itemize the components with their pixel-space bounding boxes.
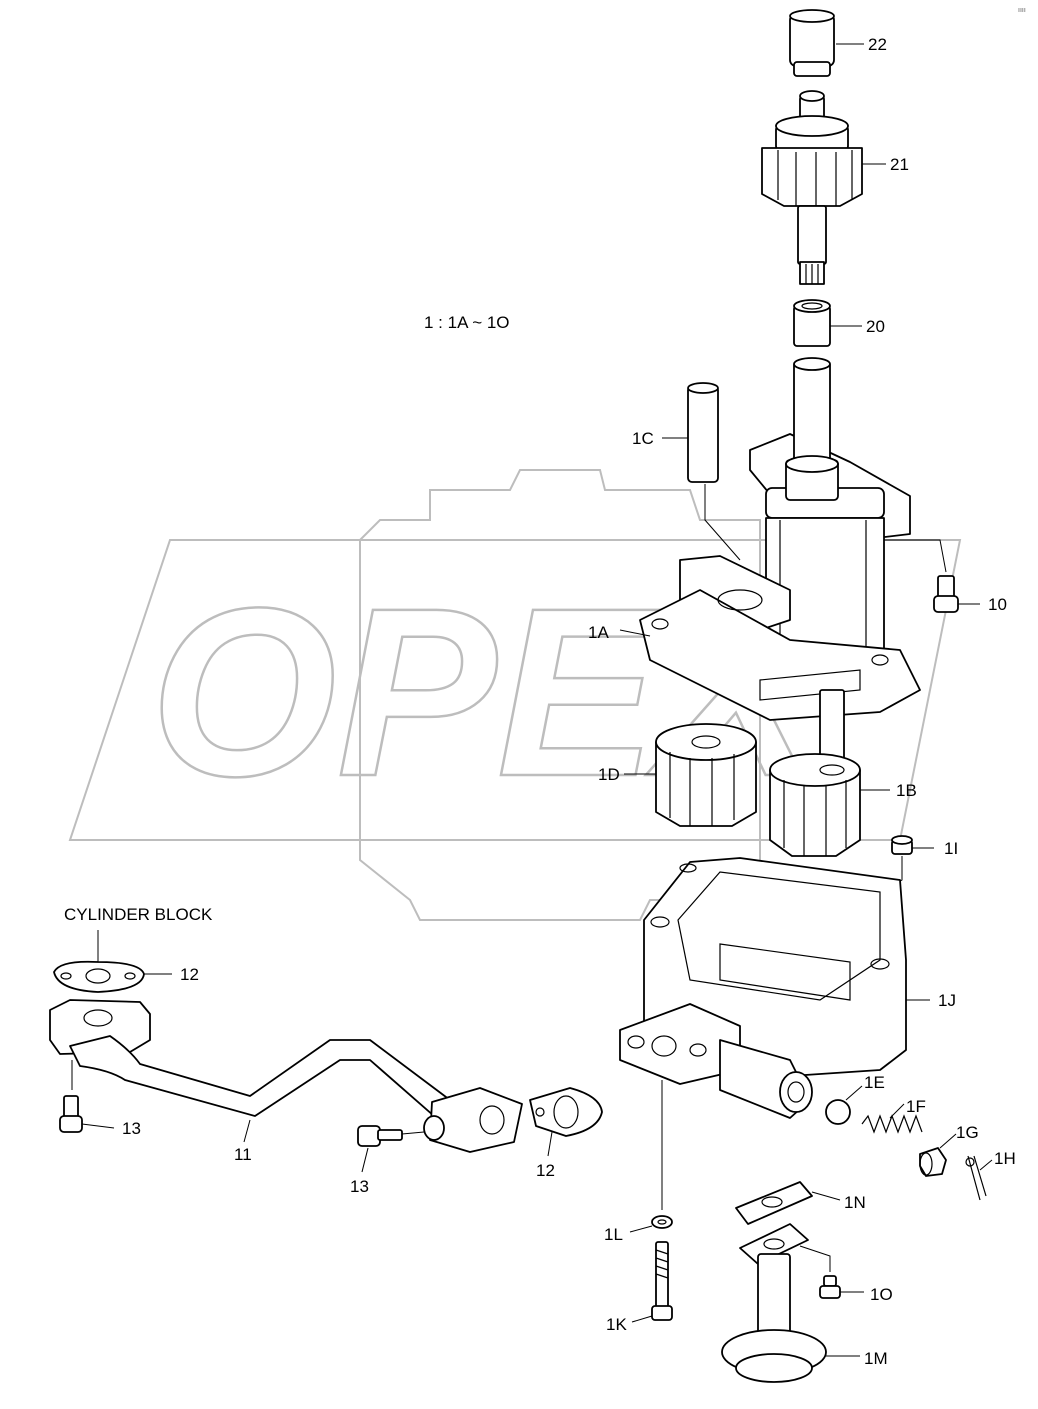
- part-13-bolt-left: [59, 1060, 115, 1133]
- part-1O-bolt: [799, 1245, 864, 1299]
- label-1C: 1C: [632, 429, 654, 448]
- label-12-lower: 12: [536, 1161, 555, 1180]
- label-1D: 1D: [598, 765, 620, 784]
- part-1D-idler-gear: [624, 723, 757, 827]
- label-1L: 1L: [604, 1225, 623, 1244]
- part-1H-split-pin: [965, 1155, 993, 1201]
- part-1E-ball: [825, 1085, 863, 1125]
- label-1I: 1I: [944, 839, 958, 858]
- part-1B-drive-gear: [769, 689, 890, 857]
- label-1A: 1A: [588, 623, 609, 642]
- corner-mark: ıııı: [1018, 7, 1026, 14]
- part-11-oil-pipe: [49, 999, 523, 1153]
- label-1N: 1N: [844, 1193, 866, 1212]
- label-1M: 1M: [864, 1349, 888, 1368]
- label-1B: 1B: [896, 781, 917, 800]
- label-20: 20: [866, 317, 885, 336]
- part-1M-strainer: [721, 1223, 860, 1383]
- assembly-note: 1 : 1A ~ 1O: [424, 313, 510, 332]
- label-13-left: 13: [122, 1119, 141, 1138]
- label-1F: 1F: [906, 1097, 926, 1116]
- part-22-bushing: [789, 9, 864, 77]
- label-10: 10: [988, 595, 1007, 614]
- part-12-gasket-upper: [53, 960, 172, 993]
- label-1K: 1K: [606, 1315, 627, 1334]
- cylinder-block-label: CYLINDER BLOCK: [64, 905, 213, 924]
- part-20-coupling: [793, 299, 862, 347]
- label-1E: 1E: [864, 1073, 885, 1092]
- part-1C-pin: [662, 382, 741, 561]
- label-21: 21: [890, 155, 909, 174]
- label-22: 22: [868, 35, 887, 54]
- part-1G-cap: [919, 1133, 957, 1177]
- part-21-drive-gear: [761, 90, 886, 285]
- part-1N-gasket: [735, 1181, 841, 1225]
- label-12-upper: 12: [180, 965, 199, 984]
- part-1A-pump-cover: [619, 357, 921, 721]
- part-1J-pump-body: [619, 857, 930, 1119]
- part-13-bolt-right: [357, 1125, 425, 1173]
- label-1G: 1G: [956, 1123, 979, 1142]
- part-10-bolt: [884, 539, 980, 613]
- label-1O: 1O: [870, 1285, 893, 1304]
- part-12-gasket-lower: [529, 1087, 603, 1157]
- part-1L-washer: [629, 1080, 673, 1233]
- label-11: 11: [234, 1145, 252, 1164]
- label-13-right: 13: [350, 1177, 369, 1196]
- label-1J: 1J: [938, 991, 956, 1010]
- part-1F-spring: [861, 1103, 923, 1134]
- part-1K-bolt: [631, 1241, 673, 1323]
- label-1H: 1H: [994, 1149, 1016, 1168]
